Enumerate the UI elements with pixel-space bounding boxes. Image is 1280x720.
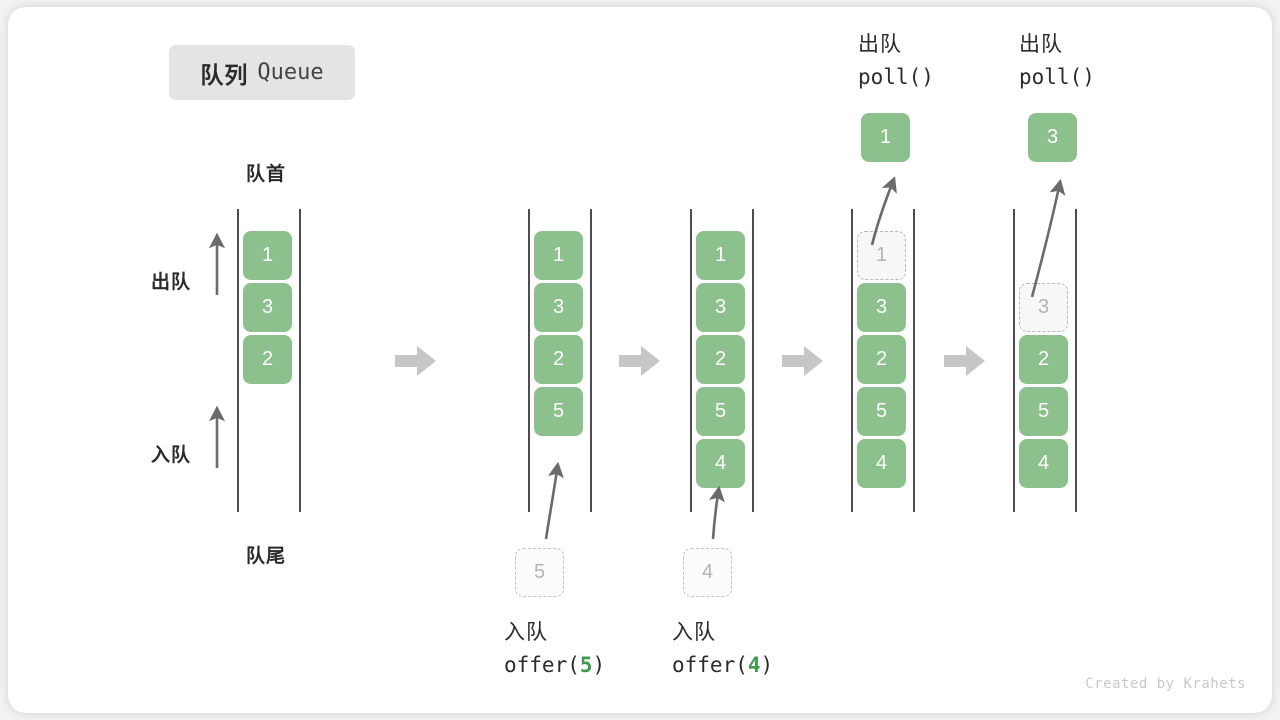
queue-head-label: 队首 xyxy=(246,164,287,185)
queue-popped-item: 3 xyxy=(1028,113,1077,162)
operation-code: offer(5) xyxy=(504,649,605,681)
queue-rail-right-col3 xyxy=(752,209,754,512)
queue-item: 3 xyxy=(857,283,906,332)
diagram-card: 队列 Queue 队首 队尾 出队 入队 1 3 2 1 3 2 5 5 入队 … xyxy=(8,7,1272,713)
operation-code-prefix: offer( xyxy=(672,653,748,677)
queue-item: 1 xyxy=(243,231,292,280)
queue-pending-item: 4 xyxy=(683,548,732,597)
queue-item: 2 xyxy=(534,335,583,384)
queue-rail-left-col5 xyxy=(1013,209,1015,512)
arrows-overlay xyxy=(208,176,1066,540)
queue-rail-left-col1 xyxy=(237,209,239,512)
operation-code: poll() xyxy=(858,61,934,93)
diagram-title-cn: 队列 xyxy=(200,61,249,88)
queue-rail-right-col5 xyxy=(1075,209,1077,512)
operation-code-prefix: poll( xyxy=(1019,65,1083,89)
queue-popped-item: 1 xyxy=(861,113,910,162)
queue-item: 2 xyxy=(1019,335,1068,384)
queue-item: 4 xyxy=(1019,439,1068,488)
queue-item: 2 xyxy=(857,335,906,384)
operation-code: offer(4) xyxy=(672,649,773,681)
operation-code-suffix: ) xyxy=(592,653,606,677)
queue-item: 4 xyxy=(857,439,906,488)
queue-rail-right-col4 xyxy=(913,209,915,512)
operation-name-cn: 出队 xyxy=(858,33,902,56)
operation-code-suffix: ) xyxy=(1082,65,1095,89)
queue-item: 2 xyxy=(243,335,292,384)
queue-item: 1 xyxy=(534,231,583,280)
enqueue-direction-label: 入队 xyxy=(151,445,192,466)
queue-item: 5 xyxy=(857,387,906,436)
queue-item: 5 xyxy=(1019,387,1068,436)
operation-label-offer-4: 入队 offer(4) xyxy=(672,617,773,681)
queue-rail-left-col3 xyxy=(690,209,692,512)
operation-name-cn: 入队 xyxy=(672,621,716,644)
operation-label-poll-1: 出队 poll() xyxy=(858,29,934,93)
queue-removed-item: 1 xyxy=(857,231,906,280)
operation-code-suffix: ) xyxy=(760,653,774,677)
operation-code-arg: 4 xyxy=(747,653,761,677)
queue-item: 3 xyxy=(534,283,583,332)
queue-item: 2 xyxy=(696,335,745,384)
queue-rail-right-col1 xyxy=(299,209,301,512)
queue-rail-left-col2 xyxy=(528,209,530,512)
enqueue-arrow-5 xyxy=(544,461,564,540)
operation-code-prefix: poll( xyxy=(858,65,922,89)
operation-name-cn: 出队 xyxy=(1019,33,1063,56)
diagram-title-en: Queue xyxy=(257,60,324,85)
queue-pending-item: 5 xyxy=(515,548,564,597)
queue-item: 3 xyxy=(696,283,745,332)
operation-label-offer-5: 入队 offer(5) xyxy=(504,617,605,681)
queue-item: 3 xyxy=(243,283,292,332)
queue-item: 4 xyxy=(696,439,745,488)
credit-text: Created by Krahets xyxy=(1085,676,1246,692)
enqueue-arrow-4 xyxy=(708,485,725,540)
queue-rail-right-col2 xyxy=(590,209,592,512)
queue-item: 5 xyxy=(534,387,583,436)
operation-name-cn: 入队 xyxy=(504,621,548,644)
queue-tail-label: 队尾 xyxy=(246,546,287,567)
dequeue-arrow-3 xyxy=(1030,178,1066,298)
operation-code: poll() xyxy=(1019,61,1095,93)
queue-item: 5 xyxy=(696,387,745,436)
step-arrow xyxy=(395,346,436,376)
step-arrow xyxy=(782,346,823,376)
operation-code-suffix: ) xyxy=(921,65,934,89)
queue-removed-item: 3 xyxy=(1019,283,1068,332)
dequeue-direction-label: 出队 xyxy=(151,272,192,293)
queue-item: 1 xyxy=(696,231,745,280)
operation-label-poll-3: 出队 poll() xyxy=(1019,29,1095,93)
operation-code-arg: 5 xyxy=(579,653,593,677)
operation-code-prefix: offer( xyxy=(504,653,580,677)
queue-rail-left-col4 xyxy=(851,209,853,512)
step-arrow xyxy=(944,346,985,376)
step-arrow xyxy=(619,346,660,376)
diagram-title-pill: 队列 Queue xyxy=(169,45,355,100)
